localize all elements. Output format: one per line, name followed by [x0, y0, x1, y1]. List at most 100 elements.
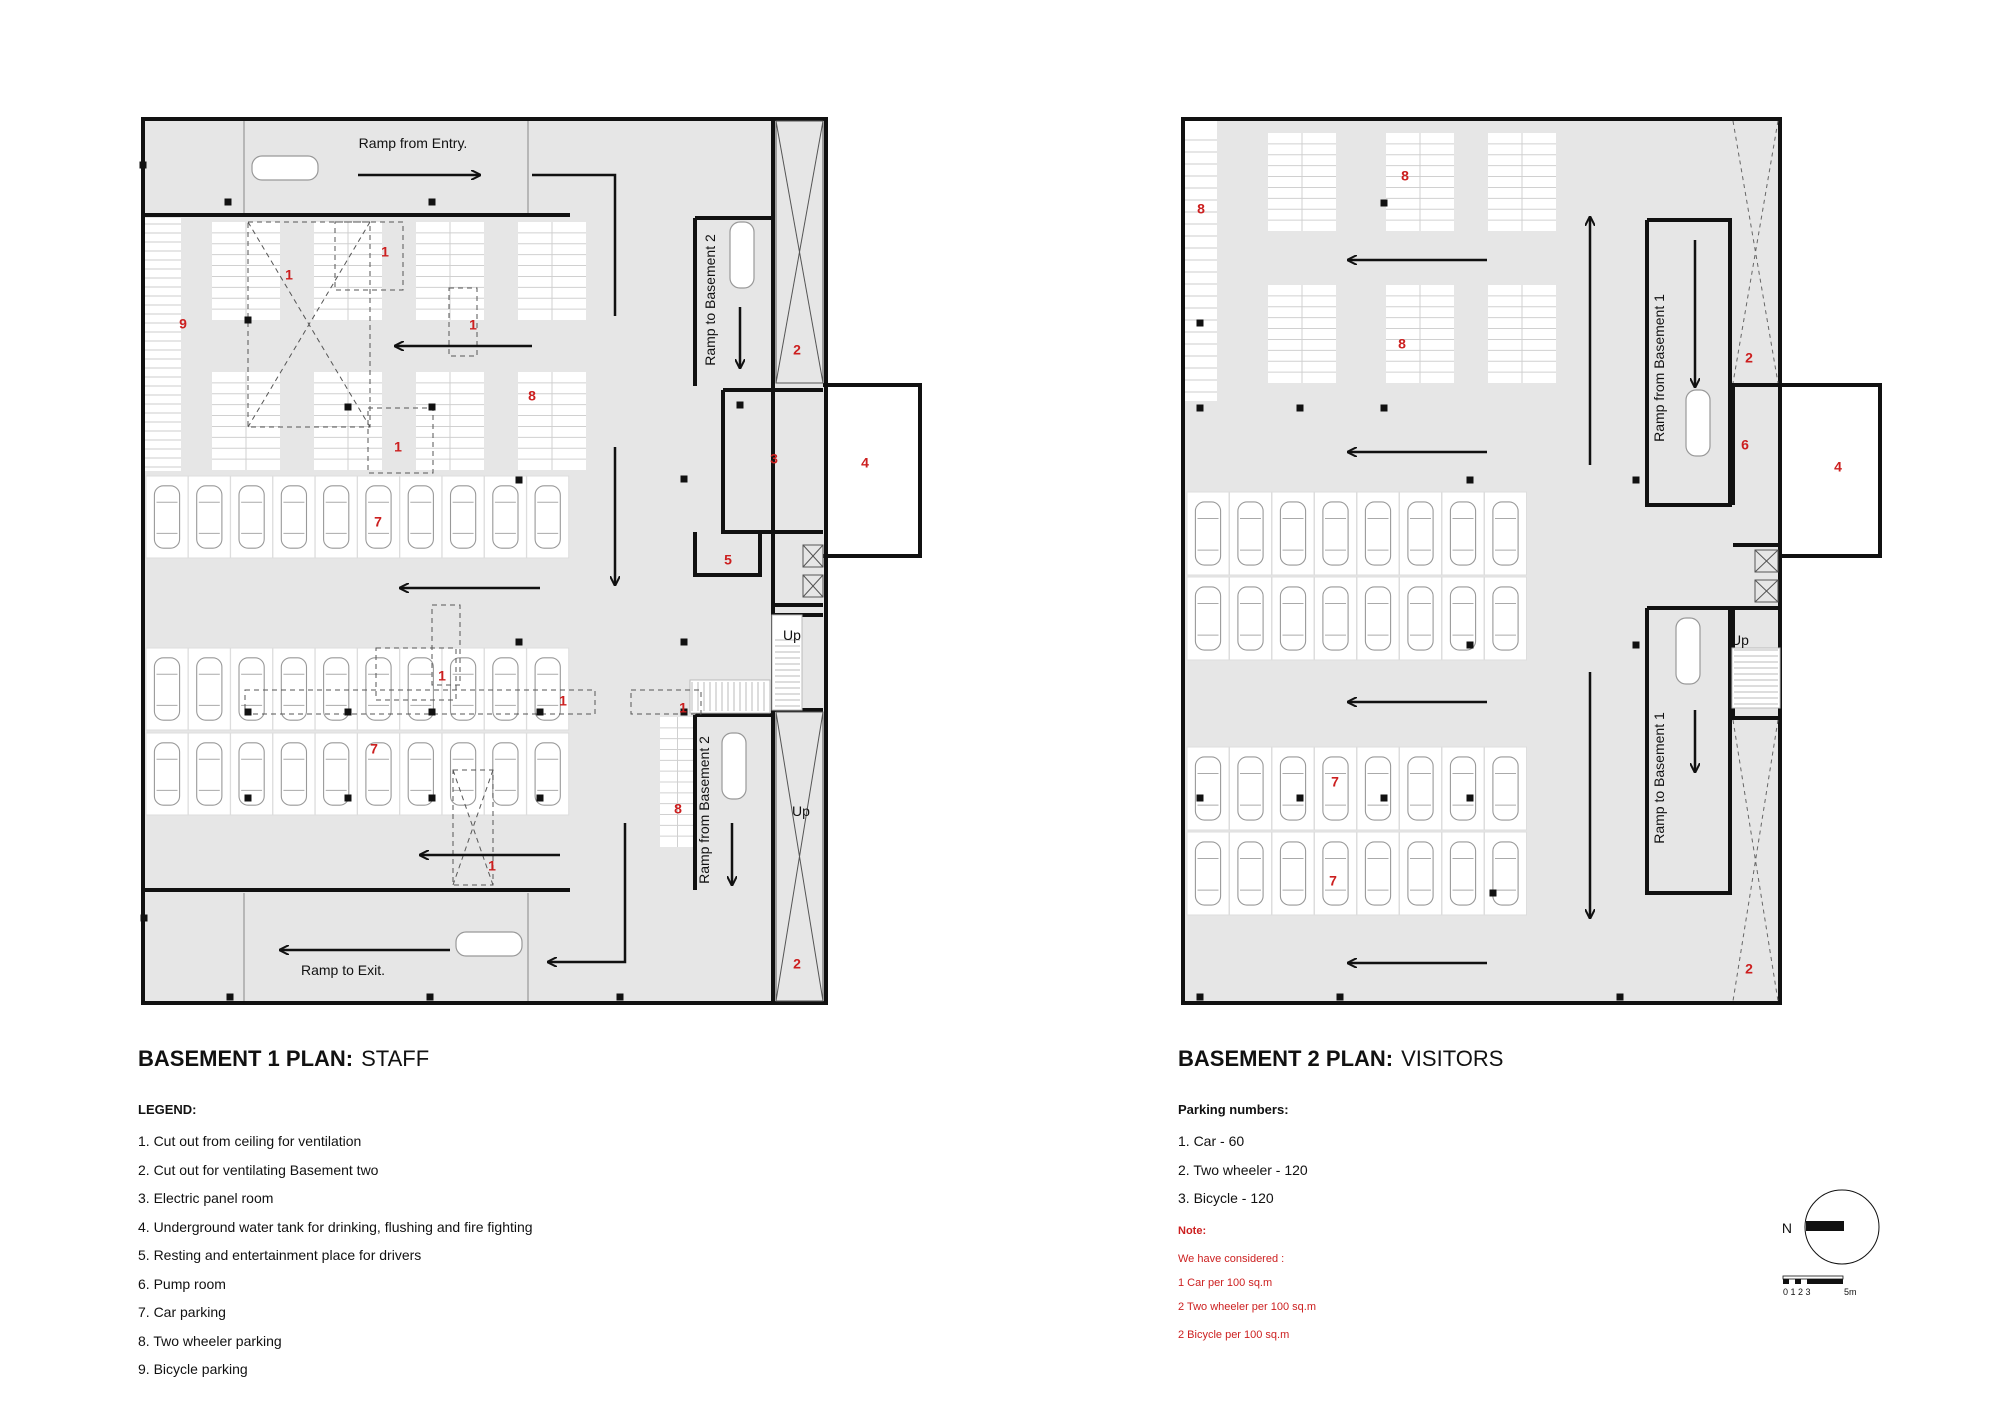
basement1-plan: [139, 117, 922, 1005]
key-8: 8: [1197, 201, 1205, 217]
key-7: 7: [1331, 774, 1339, 790]
legend-item: 6. Pump room: [138, 1275, 226, 1292]
key-9: 9: [179, 316, 187, 332]
b2-traffic-arrows: [1348, 217, 1695, 963]
car-icon: [1449, 756, 1477, 821]
parking-heading: Parking numbers:: [1178, 1102, 1289, 1117]
basement2-title: BASEMENT 2 PLAN:VISITORS: [1178, 1046, 1778, 1072]
car-bays: [145, 475, 570, 816]
basement2-title-main: BASEMENT 2 PLAN:: [1178, 1046, 1394, 1071]
car-icon: [1279, 501, 1307, 566]
key-1: 1: [381, 244, 389, 260]
car-icon: [1322, 756, 1349, 821]
car-icon: [534, 485, 561, 549]
car-icon: [196, 742, 223, 806]
car-icon: [1407, 586, 1434, 651]
car-icon: [1449, 841, 1477, 906]
car-icon: [323, 657, 350, 721]
car-icon: [1322, 841, 1349, 906]
scale-end: 5m: [1844, 1287, 1857, 1297]
car-icon: [1279, 756, 1307, 821]
note-item: 2 Two wheeler per 100 sq.m: [1178, 1300, 1316, 1313]
car-icon: [238, 742, 265, 806]
key-1: 1: [679, 700, 687, 716]
basement1-title-main: BASEMENT 1 PLAN:: [138, 1046, 354, 1071]
car-icon: [1364, 586, 1392, 651]
car-icon: [1407, 841, 1434, 906]
note-heading: Note:: [1178, 1224, 1207, 1237]
car-icon: [1492, 841, 1519, 906]
legend-item: 3. Electric panel room: [138, 1190, 274, 1206]
parking-item: 2. Two wheeler - 120: [1178, 1161, 1308, 1178]
key-1: 1: [469, 317, 477, 333]
car-icon: [1407, 501, 1434, 566]
key-7: 7: [374, 514, 382, 530]
bicycle-parking-zone: [143, 218, 181, 471]
car-icon: [407, 657, 434, 721]
car-icon: [323, 485, 350, 549]
b2-key-numbers: 8 8 8 2 6 4 7 7 2: [1197, 168, 1842, 977]
scale-bar: 0 1 2 3 5m: [1782, 1275, 1857, 1297]
car-icon: [1237, 756, 1264, 821]
car-icon: [534, 742, 561, 806]
car-icon: [1492, 756, 1519, 821]
b1-up-label-2: Up: [792, 803, 810, 819]
legend-list: 1. Cut out from ceiling for ventilation …: [138, 1127, 838, 1384]
car-icon: [407, 485, 434, 549]
b2-up-label: Up: [1731, 632, 1749, 648]
ramp-to-exit-label: Ramp to Exit.: [301, 962, 385, 978]
ramp-from-entry-label: Ramp from Entry.: [359, 135, 468, 151]
note-item: 1 Car per 100 sq.m: [1178, 1276, 1273, 1289]
legend-item: 1. Cut out from ceiling for ventilation: [138, 1133, 362, 1149]
car-icon: [280, 485, 308, 549]
key-7: 7: [1329, 873, 1337, 889]
key-8: 8: [1401, 168, 1409, 184]
key-2: 2: [1745, 961, 1753, 977]
b2-car-bays: [1186, 491, 1527, 916]
car-icon: [1364, 841, 1392, 906]
car-icon: [280, 742, 308, 806]
car-icon: [1279, 586, 1307, 651]
car-icon: [153, 742, 181, 806]
key-1: 1: [438, 668, 446, 684]
car-icon: [196, 657, 223, 721]
car-icon: [153, 485, 181, 549]
basement1-title: BASEMENT 1 PLAN:STAFF: [138, 1046, 838, 1072]
car-icon: [1492, 501, 1519, 566]
two-wheeler-bays: [212, 222, 695, 847]
ramp-from-basement1-label: Ramp from Basement 1: [1651, 294, 1667, 442]
car-icon: [534, 657, 561, 721]
car-icon: [1194, 501, 1222, 566]
legend-item: 2. Cut out for ventilating Basement two: [138, 1161, 379, 1178]
basement2-plan: [1181, 117, 1882, 1005]
car-icon: [1279, 841, 1307, 906]
ventilation-cutouts: [244, 221, 702, 886]
key-2: 2: [1745, 350, 1753, 366]
parking-item: 3. Bicycle - 120: [1178, 1190, 1274, 1206]
car-icon: [1194, 841, 1222, 906]
key-4: 4: [1834, 459, 1842, 475]
b2-two-wheeler-bays: [1183, 133, 1556, 393]
scale-ticks: 0 1 2 3: [1783, 1287, 1811, 1297]
car-icon: [449, 657, 477, 721]
ramp-to-basement1-label: Ramp to Basement 1: [1651, 712, 1667, 844]
legend-item: 8. Two wheeler parking: [138, 1332, 282, 1349]
b1-up-label-1: Up: [783, 627, 801, 643]
b2-walls: [1181, 117, 1882, 1005]
key-1: 1: [488, 858, 496, 874]
car-icon: [1364, 756, 1392, 821]
b1-walls: [141, 117, 922, 1005]
car-icon: [492, 742, 519, 806]
car-icon: [1322, 586, 1349, 651]
car-icon: [1364, 501, 1392, 566]
car-icon: [365, 742, 392, 806]
car-icon: [492, 657, 519, 721]
key-2: 2: [793, 342, 801, 358]
key-8: 8: [674, 801, 682, 817]
car-icon: [1237, 586, 1264, 651]
note-item: 2 Bicycle per 100 sq.m: [1178, 1328, 1290, 1341]
ramp-to-basement2-label: Ramp to Basement 2: [702, 234, 718, 366]
car-icon: [1449, 586, 1477, 651]
key-7: 7: [370, 741, 378, 757]
key-1: 1: [559, 693, 567, 709]
